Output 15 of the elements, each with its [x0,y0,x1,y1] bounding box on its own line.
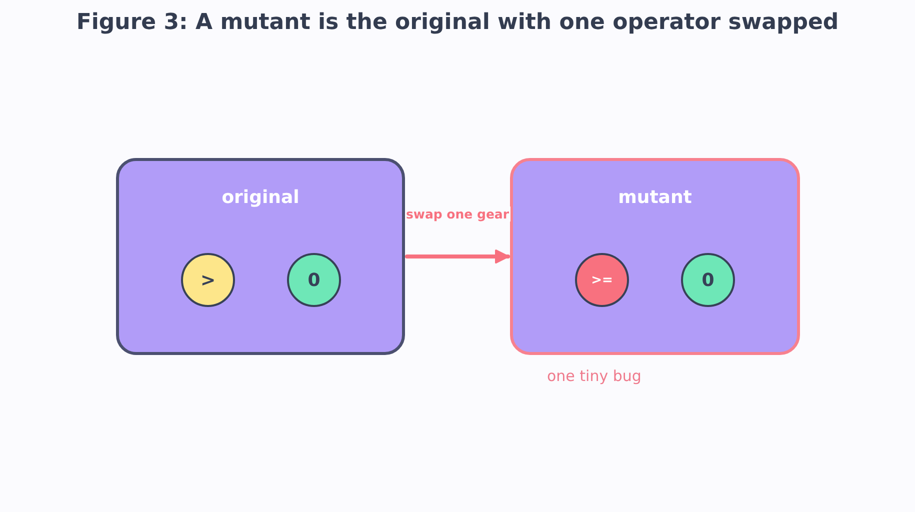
arrow [405,250,510,264]
code-box [116,158,405,355]
token-circle [181,253,235,307]
box-title: original [220,187,300,208]
code-box [510,158,800,355]
figure-title: Figure 3: A mutant is the original with one operator swapped [75,10,840,35]
token-text: > [200,270,216,290]
token-text: 0 [308,270,320,290]
token-circle [287,253,341,307]
token-text: 0 [702,270,714,290]
node-caption: one tiny bug [547,367,642,385]
token-circle [681,253,735,307]
token-text: >= [591,272,613,288]
box-title: mutant [617,187,693,208]
token-circle [575,253,629,307]
